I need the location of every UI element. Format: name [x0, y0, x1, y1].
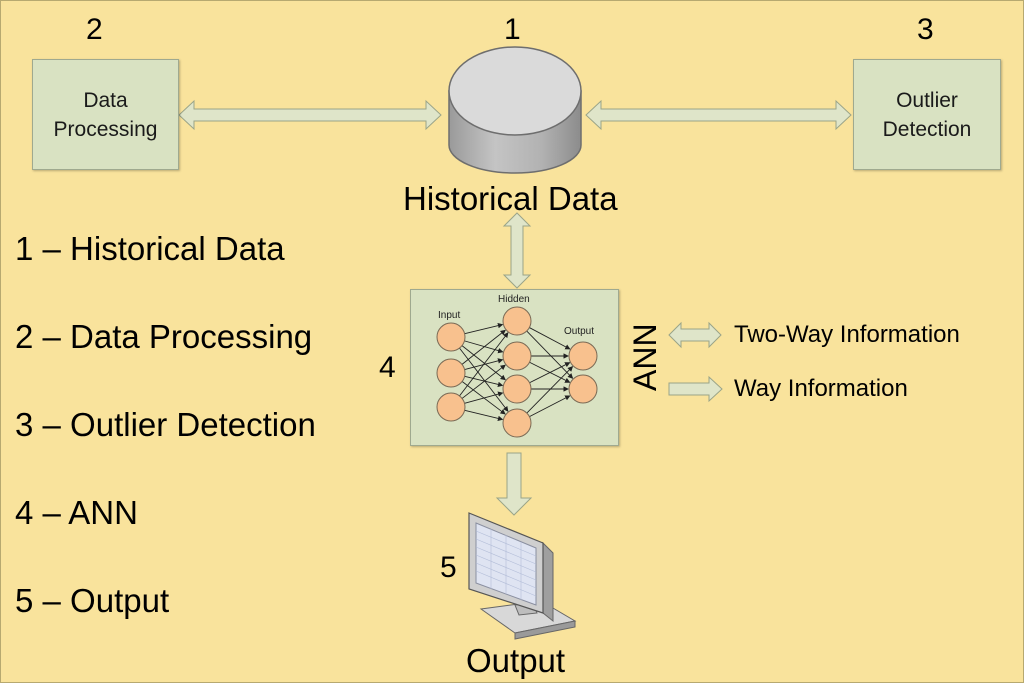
database-cylinder-icon: [448, 46, 582, 174]
nn-input-neuron: [436, 392, 466, 422]
outlier-detection-label-line1: Outlier: [896, 88, 958, 112]
data-processing-label-line2: Processing: [53, 117, 158, 141]
ann-panel: Input Hidden Output: [410, 289, 619, 446]
nn-output-neuron: [568, 341, 598, 371]
nn-output-label: Output: [564, 326, 595, 337]
monitor-icon: [468, 512, 577, 640]
nn-connection: [461, 345, 506, 381]
nn-input-label: Input: [438, 310, 461, 321]
legend-item-ann: 4 – ANN: [15, 494, 138, 531]
nn-connection: [464, 340, 504, 354]
key-two-way-label: Two-Way Information: [734, 321, 960, 348]
nn-connection: [464, 375, 504, 388]
legend-item-historical-data: 1 – Historical Data: [15, 230, 285, 267]
nn-input-neuron: [436, 358, 466, 388]
nn-connection: [529, 362, 571, 384]
key-two-way-arrow: [668, 321, 722, 349]
arrow-ann-output: [495, 452, 533, 516]
nn-hidden-neuron: [502, 341, 532, 371]
nn-connection: [459, 347, 509, 412]
neural-network-graphic: [436, 306, 598, 438]
arrow-database-ann: [502, 212, 532, 289]
data-processing-box: Data Processing: [32, 59, 179, 170]
output-number: 5: [440, 551, 457, 584]
nn-connection: [526, 330, 574, 379]
ann-number: 4: [379, 351, 396, 384]
outlier-detection-box: Outlier Detection: [853, 59, 1001, 170]
legend-item-outlier-detection: 3 – Outlier Detection: [15, 406, 316, 443]
nn-connection: [461, 329, 506, 365]
nn-hidden-neuron: [502, 374, 532, 404]
nn-connection: [464, 322, 504, 335]
nn-connection: [529, 327, 571, 350]
nn-input-neuron: [436, 322, 466, 352]
processing-number: 2: [86, 13, 103, 46]
nn-connection: [459, 332, 509, 397]
arrow-database-outlier: [585, 99, 852, 131]
ann-vertical-label: ANN: [627, 323, 663, 391]
nn-connection: [464, 409, 504, 422]
nn-hidden-neuron: [502, 408, 532, 438]
key-one-way-label: Way Information: [734, 375, 908, 402]
database-number: 1: [504, 13, 521, 46]
historical-data-label: Historical Data: [403, 180, 618, 217]
key-one-way-arrow: [668, 375, 723, 403]
nn-output-neuron: [568, 374, 598, 404]
outlier-number: 3: [917, 13, 934, 46]
arrow-processing-database: [178, 99, 442, 131]
nn-hidden-label: Hidden: [498, 294, 530, 305]
nn-connection: [464, 391, 504, 404]
data-processing-label-line1: Data: [83, 88, 128, 112]
legend-item-data-processing: 2 – Data Processing: [15, 318, 313, 355]
outlier-detection-label-line2: Detection: [882, 117, 972, 141]
output-label: Output: [466, 642, 566, 679]
nn-connection: [526, 366, 574, 414]
nn-connection: [461, 364, 506, 399]
legend-item-output: 5 – Output: [15, 582, 170, 619]
nn-connection: [529, 395, 571, 417]
nn-hidden-neuron: [502, 306, 532, 336]
